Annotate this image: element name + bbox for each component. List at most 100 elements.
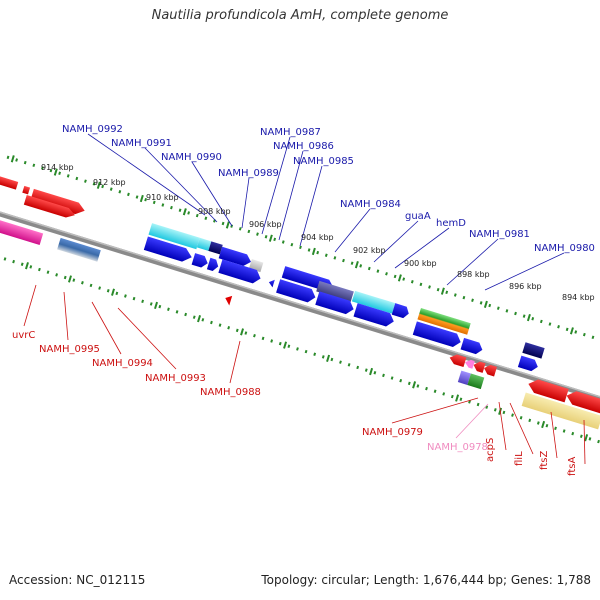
- kbp-tick-label: 902 kbp: [353, 246, 386, 255]
- tick-dot: [571, 431, 575, 436]
- tick-dot: [496, 306, 500, 310]
- tick-dot: [450, 394, 454, 399]
- forward-gene-label: NAMH_0980: [534, 243, 595, 254]
- tick-dot: [597, 439, 600, 444]
- tick-dot: [192, 315, 196, 319]
- gene-feature: [315, 291, 354, 315]
- tick-dot: [554, 426, 557, 431]
- gene-feature: [23, 195, 75, 218]
- gene-feature: [351, 290, 396, 314]
- forward-gene-label: NAMH_0985: [293, 156, 354, 167]
- tick-dot: [479, 301, 483, 305]
- tick-dot: [330, 357, 334, 362]
- forward-gene-label: guaA: [405, 211, 431, 222]
- major-tick: [569, 327, 574, 335]
- tick-dot: [98, 286, 102, 290]
- tick-dot: [436, 287, 440, 292]
- tick-dot: [471, 298, 474, 302]
- tick-dot: [264, 235, 268, 239]
- major-tick: [53, 168, 58, 176]
- tick-dot: [81, 281, 84, 285]
- leader-line: [446, 238, 499, 286]
- tick-dot: [135, 195, 139, 199]
- major-tick: [369, 367, 374, 376]
- major-tick: [541, 420, 546, 429]
- tick-dot: [89, 283, 93, 288]
- tick-dot: [235, 328, 239, 333]
- tick-dot: [218, 323, 222, 327]
- tick-dot: [376, 269, 380, 273]
- tick-dot: [428, 285, 431, 289]
- tick-dot: [221, 221, 225, 226]
- major-tick: [111, 288, 115, 296]
- leader-line: [334, 208, 371, 253]
- tick-dot: [118, 190, 122, 194]
- gene-feature: [391, 303, 409, 319]
- tick-dot: [324, 253, 328, 257]
- gene-feature: [449, 354, 467, 368]
- gene-feature: [460, 337, 483, 355]
- tick-dot: [170, 205, 173, 210]
- leader-line: [229, 340, 241, 384]
- major-tick: [584, 434, 589, 442]
- major-tick: [225, 221, 230, 229]
- gene-feature: [191, 253, 208, 268]
- tick-dot: [367, 266, 371, 271]
- tick-dot: [115, 291, 119, 296]
- tick-dot: [316, 250, 320, 255]
- tick-dot: [6, 155, 10, 160]
- forward-gene-label: NAMH_0981: [469, 229, 530, 240]
- tick-dot: [416, 384, 420, 388]
- tick-dot: [453, 293, 457, 297]
- forward-gene-label: NAMH_0986: [273, 141, 334, 152]
- tick-dot: [184, 312, 188, 317]
- major-tick: [397, 274, 402, 282]
- tick-dot: [238, 227, 242, 231]
- forward-gene-label: hemD: [436, 218, 466, 229]
- outer-tick-line: [6, 155, 595, 340]
- tick-dot: [281, 240, 285, 244]
- major-tick: [455, 394, 460, 402]
- forward-strand-genes: [0, 173, 545, 372]
- tick-dot: [201, 318, 205, 322]
- gene-feature: [528, 379, 569, 403]
- leader-line: [498, 401, 507, 451]
- major-tick: [526, 313, 531, 322]
- kbp-tick-label: 912 kbp: [93, 178, 126, 187]
- reverse-gene-label: NAMH_0995: [39, 344, 100, 355]
- tick-dot: [92, 182, 96, 186]
- tick-dot: [261, 336, 265, 341]
- kbp-ticks: [10, 155, 589, 442]
- gene-feature: [484, 364, 498, 377]
- tick-dot: [161, 203, 165, 207]
- kbp-tick-label: 896 kbp: [509, 282, 542, 291]
- reverse-strand-genes: [0, 218, 600, 430]
- tick-dot: [545, 423, 549, 428]
- kbp-tick-label: 904 kbp: [301, 233, 334, 242]
- major-tick: [354, 261, 359, 269]
- tick-dot: [127, 192, 130, 197]
- gene-feature: [464, 359, 475, 369]
- leader-line: [299, 165, 323, 247]
- tick-dot: [390, 376, 394, 380]
- gene-feature: [30, 188, 85, 215]
- tick-dot: [299, 245, 302, 250]
- tick-dot: [72, 278, 76, 282]
- major-tick: [311, 247, 316, 256]
- reverse-gene-label: uvrC: [12, 330, 35, 341]
- tick-dot: [321, 355, 325, 359]
- forward-gene-label: NAMH_0991: [111, 138, 172, 149]
- major-tick: [139, 194, 144, 203]
- leader-line: [373, 220, 419, 263]
- tick-dot: [29, 265, 33, 269]
- leader-line: [455, 403, 489, 439]
- tick-dot: [75, 176, 79, 181]
- reverse-gene-label: ftsA: [567, 457, 578, 476]
- tick-dot: [253, 333, 256, 338]
- gene-feature: [276, 279, 316, 303]
- tick-dot: [307, 248, 311, 252]
- tick-dot: [210, 320, 213, 325]
- kbp-tick-label: 900 kbp: [404, 259, 437, 268]
- tick-dot: [256, 232, 259, 236]
